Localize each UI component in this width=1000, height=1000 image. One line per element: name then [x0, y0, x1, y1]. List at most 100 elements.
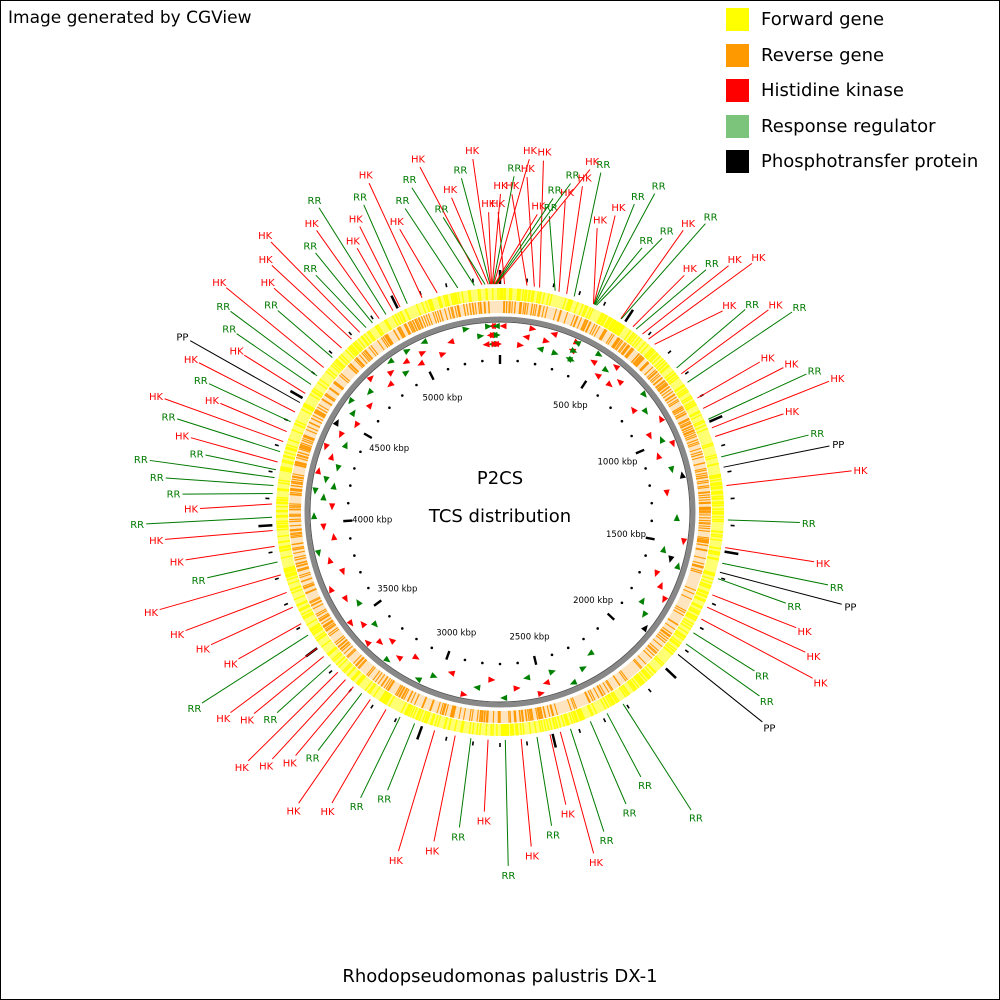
ruler-label: 2000 kbp [573, 596, 613, 606]
tcs-marker-hk [460, 690, 468, 697]
forward-gene-stripe [587, 308, 594, 320]
forward-gene-stripe [427, 299, 433, 312]
reverse-gene-stripe [290, 482, 304, 485]
callout-label-hk: HK [493, 181, 508, 192]
ruler-minor-dot [376, 419, 380, 423]
tcs-marker-hk [418, 351, 427, 357]
forward-gene-stripe [545, 718, 550, 731]
reverse-gene-stripe [339, 641, 350, 651]
callout-label-hk: HK [531, 201, 546, 212]
forward-gene-stripe [521, 289, 525, 302]
callout-label-hk: HK [184, 504, 199, 515]
tcs-marker-hk [402, 357, 411, 365]
reverse-gene-stripe [315, 608, 327, 616]
forward-gene-stripe [516, 723, 519, 736]
reverse-gene-stripe [384, 334, 393, 346]
reverse-gene-stripe [692, 560, 705, 565]
reverse-gene-stripe [328, 387, 340, 396]
callout-label-rr: RR [162, 412, 176, 423]
reverse-gene-stripe [418, 317, 424, 329]
forward-gene-stripe [357, 675, 367, 686]
forward-gene-stripe [294, 422, 306, 429]
reverse-gene-stripe [695, 472, 708, 476]
callout-line-rr [606, 713, 642, 778]
reverse-gene-stripe [553, 703, 559, 716]
reverse-gene-stripe [483, 301, 486, 314]
forward-gene-stripe [423, 711, 429, 724]
callout-line-hk [539, 160, 544, 288]
forward-gene-stripe [543, 719, 547, 732]
forward-gene-stripe [420, 301, 427, 314]
reverse-gene-stripe [403, 688, 410, 700]
forward-gene-stripe [280, 466, 293, 470]
ruler-minor-dot [415, 383, 418, 387]
reverse-gene-stripe [415, 318, 422, 330]
forward-gene-stripe [695, 592, 708, 599]
forward-gene-stripe [289, 585, 302, 591]
cgview-credit: Image generated by CGView [8, 8, 252, 28]
callout-label-hk: HK [212, 278, 227, 289]
reverse-gene-stripe [524, 709, 528, 722]
callout-line-hk [198, 362, 296, 413]
tcs-marker-rr [579, 666, 587, 673]
reverse-gene-stripe [698, 525, 711, 528]
reverse-gene-stripe [689, 447, 702, 453]
forward-gene-stripe [640, 669, 650, 680]
callout-label-hk: HK [525, 852, 540, 863]
reverse-gene-stripe [680, 422, 692, 429]
callout-label-hk: HK [411, 154, 426, 165]
forward-gene-stripe [564, 713, 570, 726]
reverse-gene-stripe [519, 301, 522, 315]
ruler-minor-dot [346, 501, 350, 505]
reverse-gene-stripe [297, 566, 309, 571]
forward-gene-stripe [706, 462, 719, 467]
forward-gene-stripe [599, 698, 607, 710]
reverse-gene-stripe [612, 337, 620, 349]
reverse-gene-stripe [421, 696, 428, 709]
forward-gene-stripe [285, 573, 298, 579]
reverse-gene-stripe [354, 656, 364, 666]
tcs-marker-rr [420, 338, 429, 344]
forward-gene-stripe [626, 681, 635, 692]
reverse-gene-stripe [694, 467, 707, 472]
callout-line-rr [620, 223, 706, 320]
reverse-gene-stripe [557, 310, 563, 322]
callout-line-rr [495, 183, 572, 285]
callout-line-rr [236, 333, 312, 385]
ruler-minor-dot [400, 394, 404, 397]
reverse-gene-stripe [607, 334, 615, 345]
forward-gene-stripe [314, 631, 326, 640]
forward-gene-stripe [443, 717, 448, 730]
callout-label-rr: RR [190, 449, 204, 460]
forward-gene-stripe [471, 722, 475, 735]
callout-line-hk [397, 730, 436, 852]
forward-gene-stripe [680, 395, 692, 403]
forward-gene-stripe [572, 710, 578, 723]
tcs-marker-rr [523, 674, 531, 681]
reverse-gene-stripe [598, 328, 606, 340]
reverse-gene-stripe [313, 411, 325, 419]
callout-label-hk: HK [261, 278, 276, 289]
forward-gene-stripe [361, 335, 370, 346]
forward-gene-stripe [407, 705, 414, 717]
forward-gene-stripe [524, 289, 528, 302]
forward-gene-stripe [380, 691, 388, 702]
forward-gene-stripe [633, 676, 642, 687]
callout-label-rr: RR [705, 259, 719, 270]
reverse-gene-stripe [324, 622, 335, 630]
reverse-gene-stripe [534, 304, 538, 317]
tcs-marker-hk [656, 582, 663, 590]
reverse-gene-stripe [682, 427, 694, 434]
reverse-gene-stripe [538, 304, 542, 317]
reverse-gene-stripe [479, 710, 482, 723]
callout-label-rr: RR [808, 366, 822, 377]
ruler-minor-dot [630, 434, 633, 438]
reverse-gene-stripe [698, 521, 711, 524]
tcs-marker-pp [668, 555, 675, 563]
legend-label: Reverse gene [761, 44, 885, 66]
forward-gene-stripe [627, 680, 637, 691]
reverse-gene-stripe [635, 357, 645, 368]
reverse-gene-stripe [698, 496, 711, 499]
reverse-gene-stripe [380, 337, 389, 348]
tcs-marker-rr [551, 349, 559, 356]
